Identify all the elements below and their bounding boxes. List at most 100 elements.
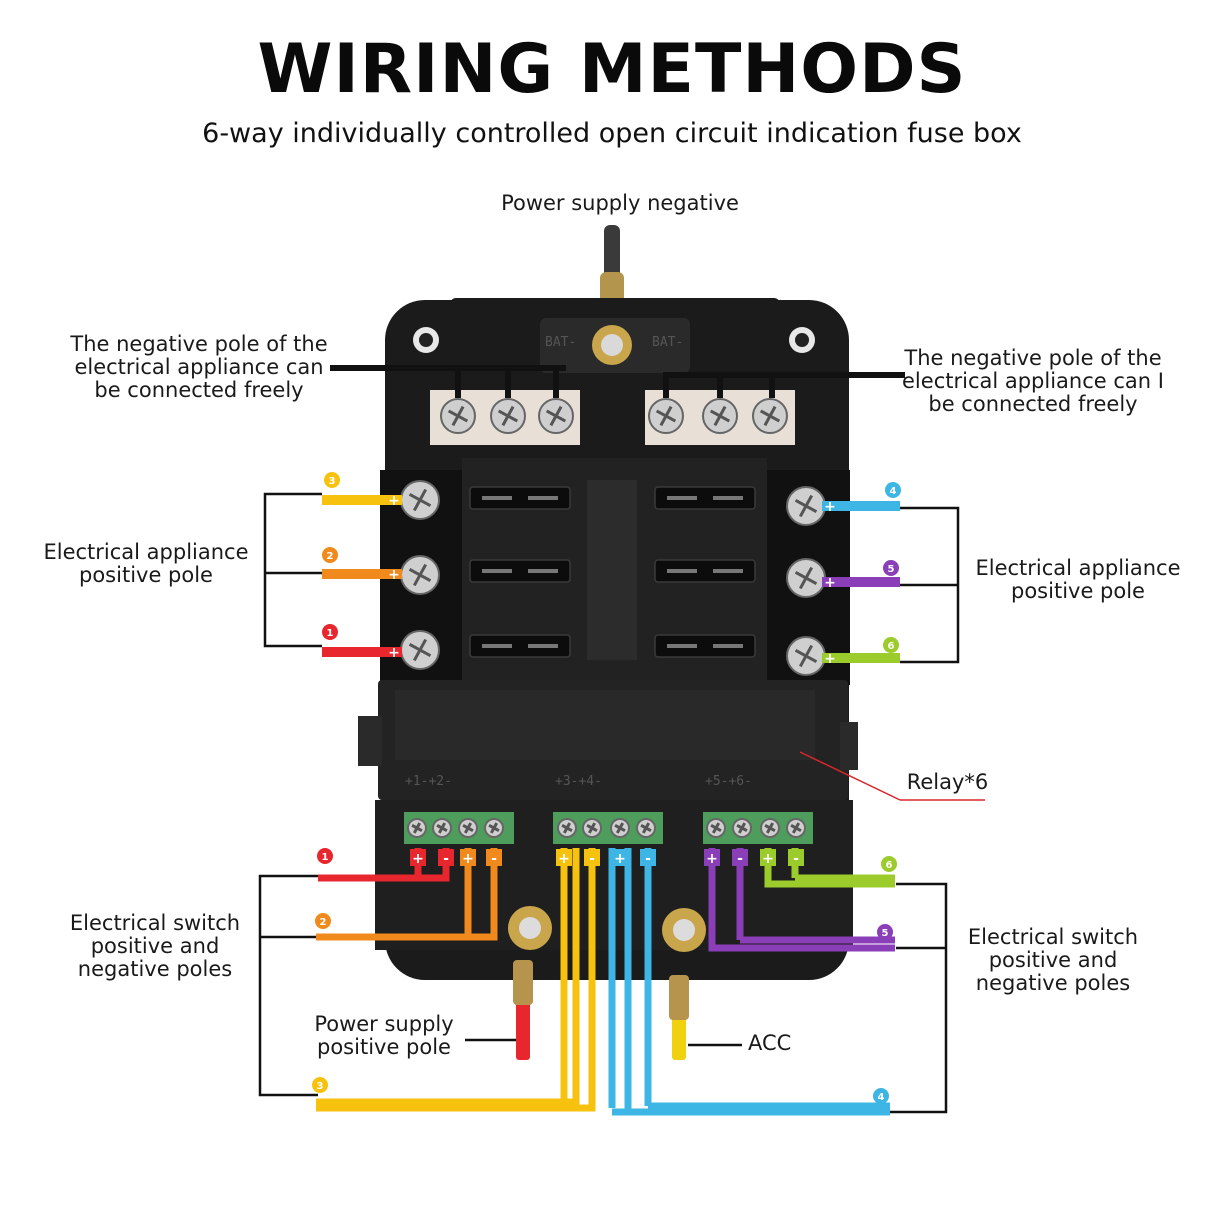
appliance-positive-label-right: Electrical appliance positive pole	[975, 556, 1181, 603]
plus-sign: +	[388, 645, 400, 661]
circuit-number: 2	[327, 551, 334, 562]
relay-group-label: +1-+2-	[405, 774, 452, 789]
circuit-badge	[322, 624, 338, 640]
circuit-number: 1	[327, 628, 334, 639]
fuse-contact	[667, 644, 697, 648]
circuit-number: 5	[882, 928, 889, 939]
wire	[316, 848, 580, 1106]
circuit-number: 4	[890, 486, 897, 497]
screws	[400, 398, 826, 838]
negative-wires	[330, 365, 905, 398]
circuit-number: 6	[886, 860, 893, 871]
acc-label: ACC	[748, 1031, 792, 1055]
circuit-number: 3	[329, 476, 336, 487]
wire	[708, 848, 895, 952]
switch-label-right: Electrical switch positive and negative …	[967, 925, 1139, 995]
relay-label: Relay*6	[906, 770, 989, 794]
screw-slot	[412, 488, 428, 512]
screw-slot	[798, 644, 814, 668]
screw-slot	[711, 822, 721, 834]
screw-slot	[412, 822, 422, 834]
colored-wires	[316, 495, 900, 1116]
minus-sign: -	[737, 851, 743, 867]
plus-sign: +	[412, 851, 424, 867]
fuse-contact	[713, 644, 743, 648]
fuse-slot	[469, 486, 571, 510]
page-title: WIRING METHODS	[257, 30, 967, 109]
plus-sign: +	[706, 851, 718, 867]
minus-sign: -	[793, 851, 799, 867]
fuse-contact	[482, 644, 512, 648]
relay-group-label: +3-+4-	[555, 774, 602, 789]
fuse-slot	[654, 559, 756, 583]
plus-sign: +	[388, 567, 400, 583]
wire	[316, 848, 498, 941]
plus-sign: +	[824, 575, 836, 591]
circuit-number: 6	[888, 641, 895, 652]
fuse-slot	[469, 559, 571, 583]
minus-sign: -	[589, 851, 595, 867]
pole-sign-bg	[640, 849, 656, 866]
pole-sign-bg	[788, 849, 804, 866]
wire	[316, 848, 596, 1112]
screw-slot	[463, 822, 473, 834]
pole-sign-bg	[438, 849, 454, 866]
plus-sign: +	[388, 493, 400, 509]
pole-sign-bg	[486, 849, 502, 866]
screw-slot	[549, 405, 563, 427]
circuit-badge	[883, 637, 899, 653]
plus-sign: +	[824, 651, 836, 667]
screw-slot	[798, 494, 814, 518]
pole-sign-bg	[612, 849, 628, 866]
fuse-contact	[528, 569, 558, 573]
plus-sign: +	[462, 851, 474, 867]
acc-lead	[662, 908, 706, 1060]
page-subtitle: 6-way individually controlled open circu…	[202, 118, 1022, 149]
minus-sign: -	[645, 851, 651, 867]
circuit-number: 5	[888, 564, 895, 575]
fuse-contact	[713, 496, 743, 500]
power-negative-label: Power supply negative	[501, 191, 739, 215]
circuit-badge	[885, 482, 901, 498]
fuse-contact	[713, 569, 743, 573]
bat-mark-right: BAT-	[652, 335, 683, 350]
bracket-lines	[258, 492, 960, 1114]
circuit-badge	[312, 1077, 328, 1093]
negative-pole-label-right: The negative pole of the electrical appl…	[902, 346, 1164, 416]
screw-slot	[659, 405, 673, 427]
screw-slot	[798, 566, 814, 590]
power-positive-label: Power supply positive pole	[314, 1012, 454, 1059]
circuit-badge	[322, 547, 338, 563]
circuit-number: 3	[317, 1081, 324, 1092]
circuit-badge	[877, 924, 893, 940]
bat-mark-left: BAT-	[545, 335, 576, 350]
fuse-contact	[667, 496, 697, 500]
pole-sign-bg	[410, 849, 426, 866]
screw-slot	[791, 822, 801, 834]
switch-label-left: Electrical switch positive and negative …	[69, 911, 241, 981]
fuse-contact	[482, 569, 512, 573]
screw-slot	[713, 405, 727, 427]
circuit-number: 1	[322, 852, 329, 863]
plus-sign: +	[762, 851, 774, 867]
negative-pole-label-left: The negative pole of the electrical appl…	[70, 332, 328, 402]
circuit-number: 4	[878, 1092, 885, 1103]
pole-sign-bg	[556, 849, 572, 866]
fuse-slot	[654, 486, 756, 510]
pole-sign-bg	[460, 849, 476, 866]
screw-slot	[763, 405, 777, 427]
circuit-badge	[324, 472, 340, 488]
plus-sign: +	[824, 499, 836, 515]
fuse-contact	[528, 644, 558, 648]
relay-pointer	[799, 751, 901, 801]
appliance-positive-label-left: Electrical appliance positive pole	[43, 540, 249, 587]
pole-sign-bg	[584, 849, 600, 866]
pole-sign-bg	[760, 849, 776, 866]
fuse-contact	[528, 496, 558, 500]
screw-slot	[489, 822, 499, 834]
minus-sign: -	[443, 851, 449, 867]
circuit-number: 2	[320, 917, 327, 928]
screw-slot	[412, 638, 428, 662]
